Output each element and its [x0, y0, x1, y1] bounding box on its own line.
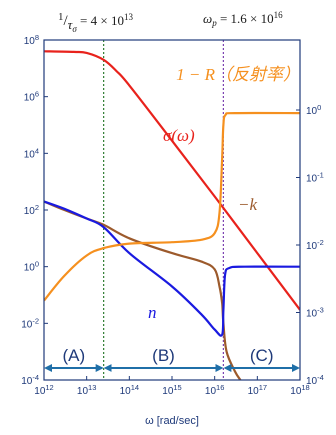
x-tick-label: 1013 — [77, 383, 96, 397]
y-left-tick-label: 108 — [24, 33, 39, 47]
y-left-tick-label: 104 — [24, 146, 39, 160]
x-tick-label: 1012 — [34, 383, 53, 397]
y-right-tick-label: 10-1 — [306, 171, 324, 185]
sigma-curve — [44, 50, 300, 311]
y-right-tick-label: 100 — [306, 103, 321, 117]
x-tick-label: 1015 — [162, 383, 181, 397]
region-label: (B) — [152, 346, 175, 365]
minus-k-label: −k — [238, 195, 257, 214]
x-axis-title: ω [rad/sec] — [145, 415, 199, 427]
x-tick-label: 1014 — [120, 383, 139, 397]
region-label: (C) — [250, 346, 274, 365]
n-curve — [44, 200, 300, 337]
y-right-tick-label: 10-3 — [306, 306, 324, 320]
x-tick-label: 1018 — [290, 383, 309, 397]
omega-p-label: ωp = 1.6 × 1016 — [203, 10, 283, 28]
one-minus-r-label: 1 − R（反射率） — [176, 65, 300, 84]
y-left-tick-label: 106 — [24, 90, 39, 104]
region-label: (A) — [62, 346, 85, 365]
y-left-tick-label: 10-4 — [21, 373, 39, 387]
sigma-label: σ(ω) — [163, 126, 195, 145]
x-tick-label: 1017 — [248, 383, 267, 397]
plot-frame — [43, 39, 301, 381]
x-tick-label: 1016 — [205, 383, 224, 397]
n-label: n — [148, 303, 157, 322]
tau-sigma-label: 1/τσ = 4 × 1013 — [58, 11, 133, 34]
y-left-tick-label: 102 — [24, 203, 39, 217]
one-minus-r-curve — [44, 111, 300, 302]
y-left-tick-label: 10-2 — [21, 316, 39, 330]
y-right-tick-label: 10-2 — [306, 238, 324, 252]
y-right-tick-label: 10-4 — [306, 373, 324, 387]
y-left-tick-label: 100 — [24, 260, 39, 274]
